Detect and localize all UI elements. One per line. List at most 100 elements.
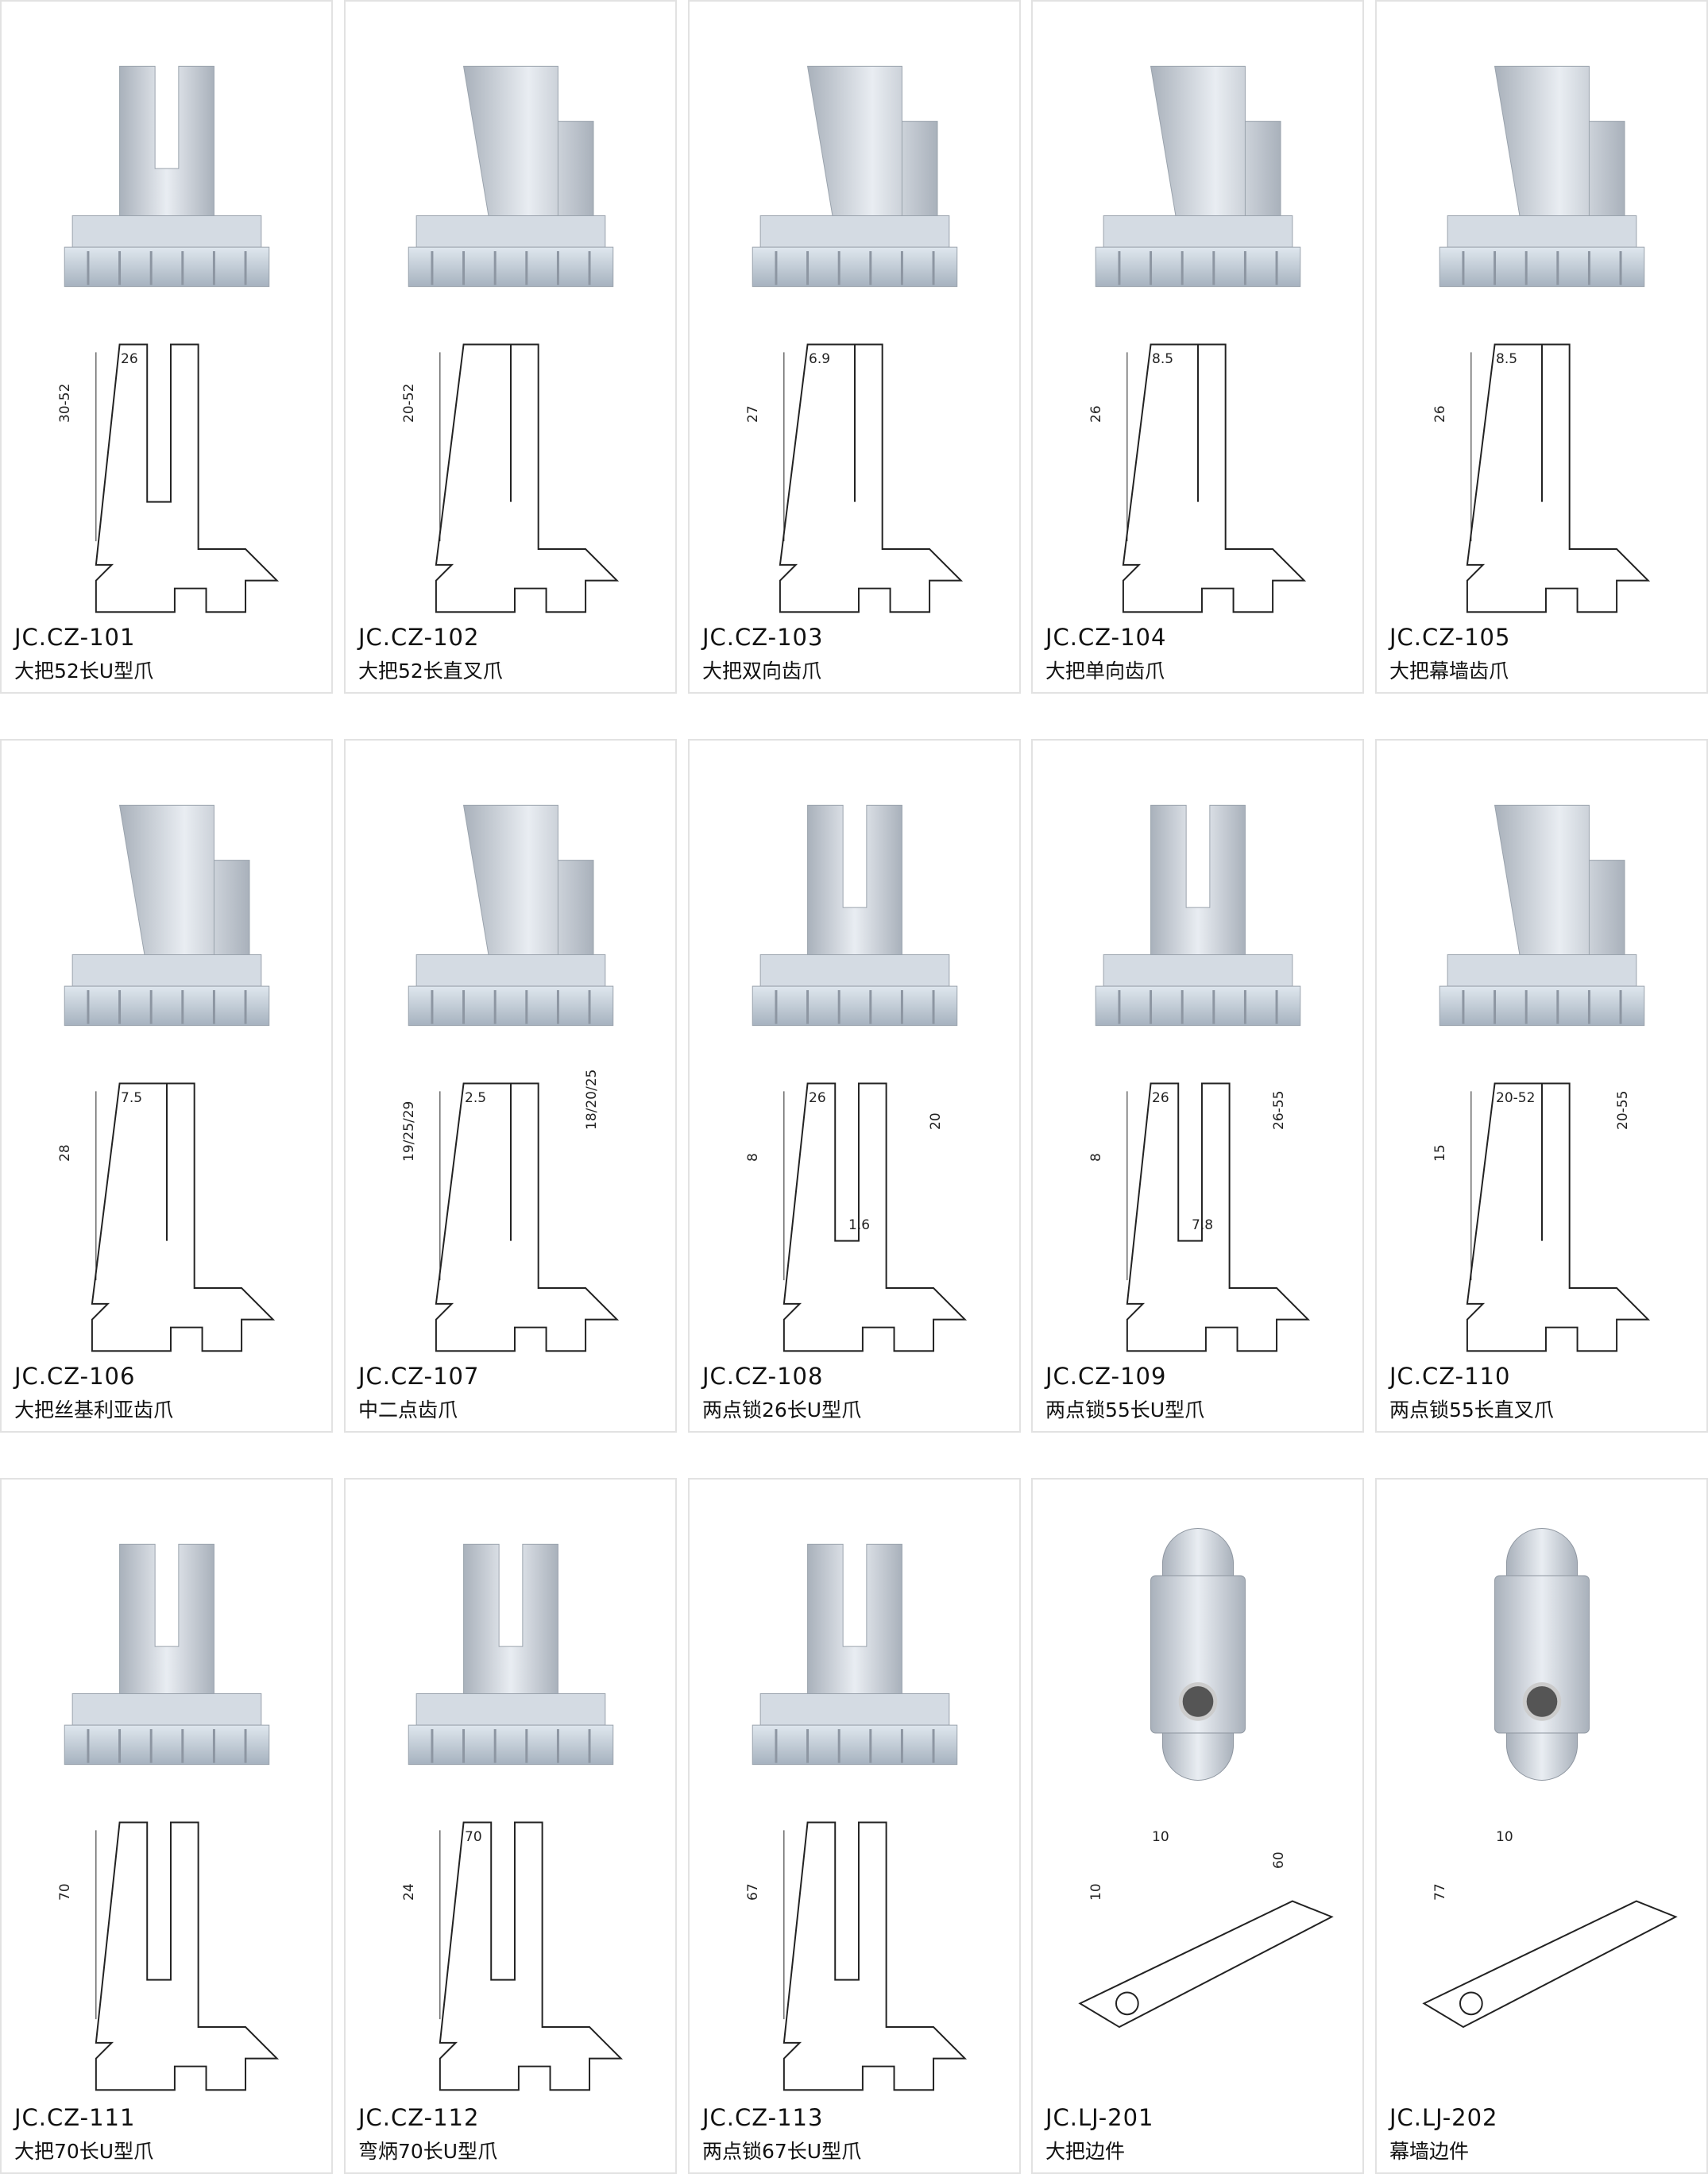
technical-drawing: [1078, 1900, 1334, 2029]
product-photo: [1494, 1528, 1590, 1781]
product-code: JC.CZ-103: [702, 624, 824, 651]
product-code: JC.CZ-107: [358, 1363, 480, 1390]
product-photo: [752, 804, 958, 1027]
dimension-label: 20-52: [1496, 1090, 1536, 1106]
product-code: JC.CZ-108: [702, 1363, 824, 1390]
product-code: JC.CZ-102: [358, 624, 480, 651]
product-name: 大把52长U型爪: [14, 660, 154, 683]
product-name: 大把单向齿爪: [1045, 660, 1165, 683]
technical-drawing: [95, 1821, 280, 2091]
technical-drawing: [1126, 1082, 1311, 1352]
dimension-label: 8.5: [1152, 351, 1174, 367]
product-photo: [64, 1543, 270, 1766]
dimension-label: 77: [1432, 1883, 1448, 1901]
dimension-label: 8: [745, 1153, 761, 1162]
technical-drawing: [91, 1082, 276, 1352]
dimension-label: 70: [57, 1883, 73, 1901]
product-photo: [1439, 65, 1645, 288]
product-code: JC.CZ-109: [1045, 1363, 1167, 1390]
product-name: 大把52长直叉爪: [358, 660, 503, 683]
dimension-label: 26: [1088, 405, 1104, 423]
product-code: JC.CZ-110: [1389, 1363, 1511, 1390]
product-name: 大把70长U型爪: [14, 2140, 154, 2163]
technical-drawing: [1466, 343, 1651, 613]
product-code: JC.CZ-106: [14, 1363, 136, 1390]
technical-drawing: [1466, 1082, 1651, 1352]
product-code: JC.CZ-113: [702, 2104, 824, 2131]
product-name: 大把幕墙齿爪: [1389, 660, 1509, 683]
dimension-label: 7.5: [121, 1090, 143, 1106]
technical-drawing: [439, 1821, 624, 2091]
dimension-label: 67: [745, 1883, 761, 1901]
dimension-label: 10: [1088, 1883, 1104, 1901]
product-photo: [408, 65, 614, 288]
dimension-label: 30-52: [57, 383, 73, 423]
dimension-label: 20: [928, 1112, 944, 1130]
technical-drawing: [783, 1082, 968, 1352]
dimension-label: 26-55: [1271, 1090, 1287, 1130]
product-name: 两点锁55长U型爪: [1045, 1398, 1205, 1422]
product-code: JC.LJ-202: [1389, 2104, 1498, 2131]
technical-drawing: [95, 343, 280, 613]
dimension-label: 20-55: [1615, 1090, 1631, 1130]
dimension-label: 8.5: [1496, 351, 1518, 367]
dimension-label: 28: [57, 1144, 73, 1162]
dimension-label: 26: [809, 1090, 826, 1106]
dimension-label: 8: [1088, 1153, 1104, 1162]
product-name: 中二点齿爪: [358, 1398, 458, 1422]
dimension-label: 15: [1432, 1144, 1448, 1162]
dimension-label: 26: [121, 351, 138, 367]
dimension-label: 10: [1152, 1829, 1169, 1845]
product-code: JC.CZ-111: [14, 2104, 136, 2131]
product-photo: [408, 804, 614, 1027]
technical-drawing: [779, 343, 964, 613]
dimension-label: 18/20/25: [584, 1069, 600, 1130]
dimension-label: 70: [465, 1829, 482, 1845]
product-name: 两点锁55长直叉爪: [1389, 1398, 1554, 1422]
product-code: JC.CZ-105: [1389, 624, 1511, 651]
product-photo: [752, 1543, 958, 1766]
product-code: JC.CZ-101: [14, 624, 136, 651]
dimension-label: 7.8: [1192, 1217, 1214, 1233]
dimension-label: 20-52: [401, 383, 417, 423]
product-name: 弯炳70长U型爪: [358, 2140, 498, 2163]
product-code: JC.LJ-201: [1045, 2104, 1154, 2131]
product-name: 两点锁67长U型爪: [702, 2140, 862, 2163]
dimension-label: 2.5: [465, 1090, 487, 1106]
product-code: JC.CZ-104: [1045, 624, 1167, 651]
product-name: 大把双向齿爪: [702, 660, 822, 683]
dimension-label: 1.6: [848, 1217, 871, 1233]
product-code: JC.CZ-112: [358, 2104, 480, 2131]
dimension-label: 6.9: [809, 351, 831, 367]
product-photo: [1150, 1528, 1246, 1781]
product-photo: [1439, 804, 1645, 1027]
dimension-label: 24: [401, 1883, 417, 1901]
technical-drawing: [1422, 1900, 1678, 2029]
product-photo: [752, 65, 958, 288]
product-name: 大把边件: [1045, 2140, 1126, 2163]
dimension-label: 60: [1271, 1851, 1287, 1869]
product-name: 幕墙边件: [1389, 2140, 1470, 2163]
product-photo: [408, 1543, 614, 1766]
dimension-label: 26: [1432, 405, 1448, 423]
technical-drawing: [783, 1821, 968, 2091]
product-photo: [64, 804, 270, 1027]
dimension-label: 26: [1152, 1090, 1169, 1106]
product-name: 大把丝基利亚齿爪: [14, 1398, 174, 1422]
dimension-label: 10: [1496, 1829, 1513, 1845]
